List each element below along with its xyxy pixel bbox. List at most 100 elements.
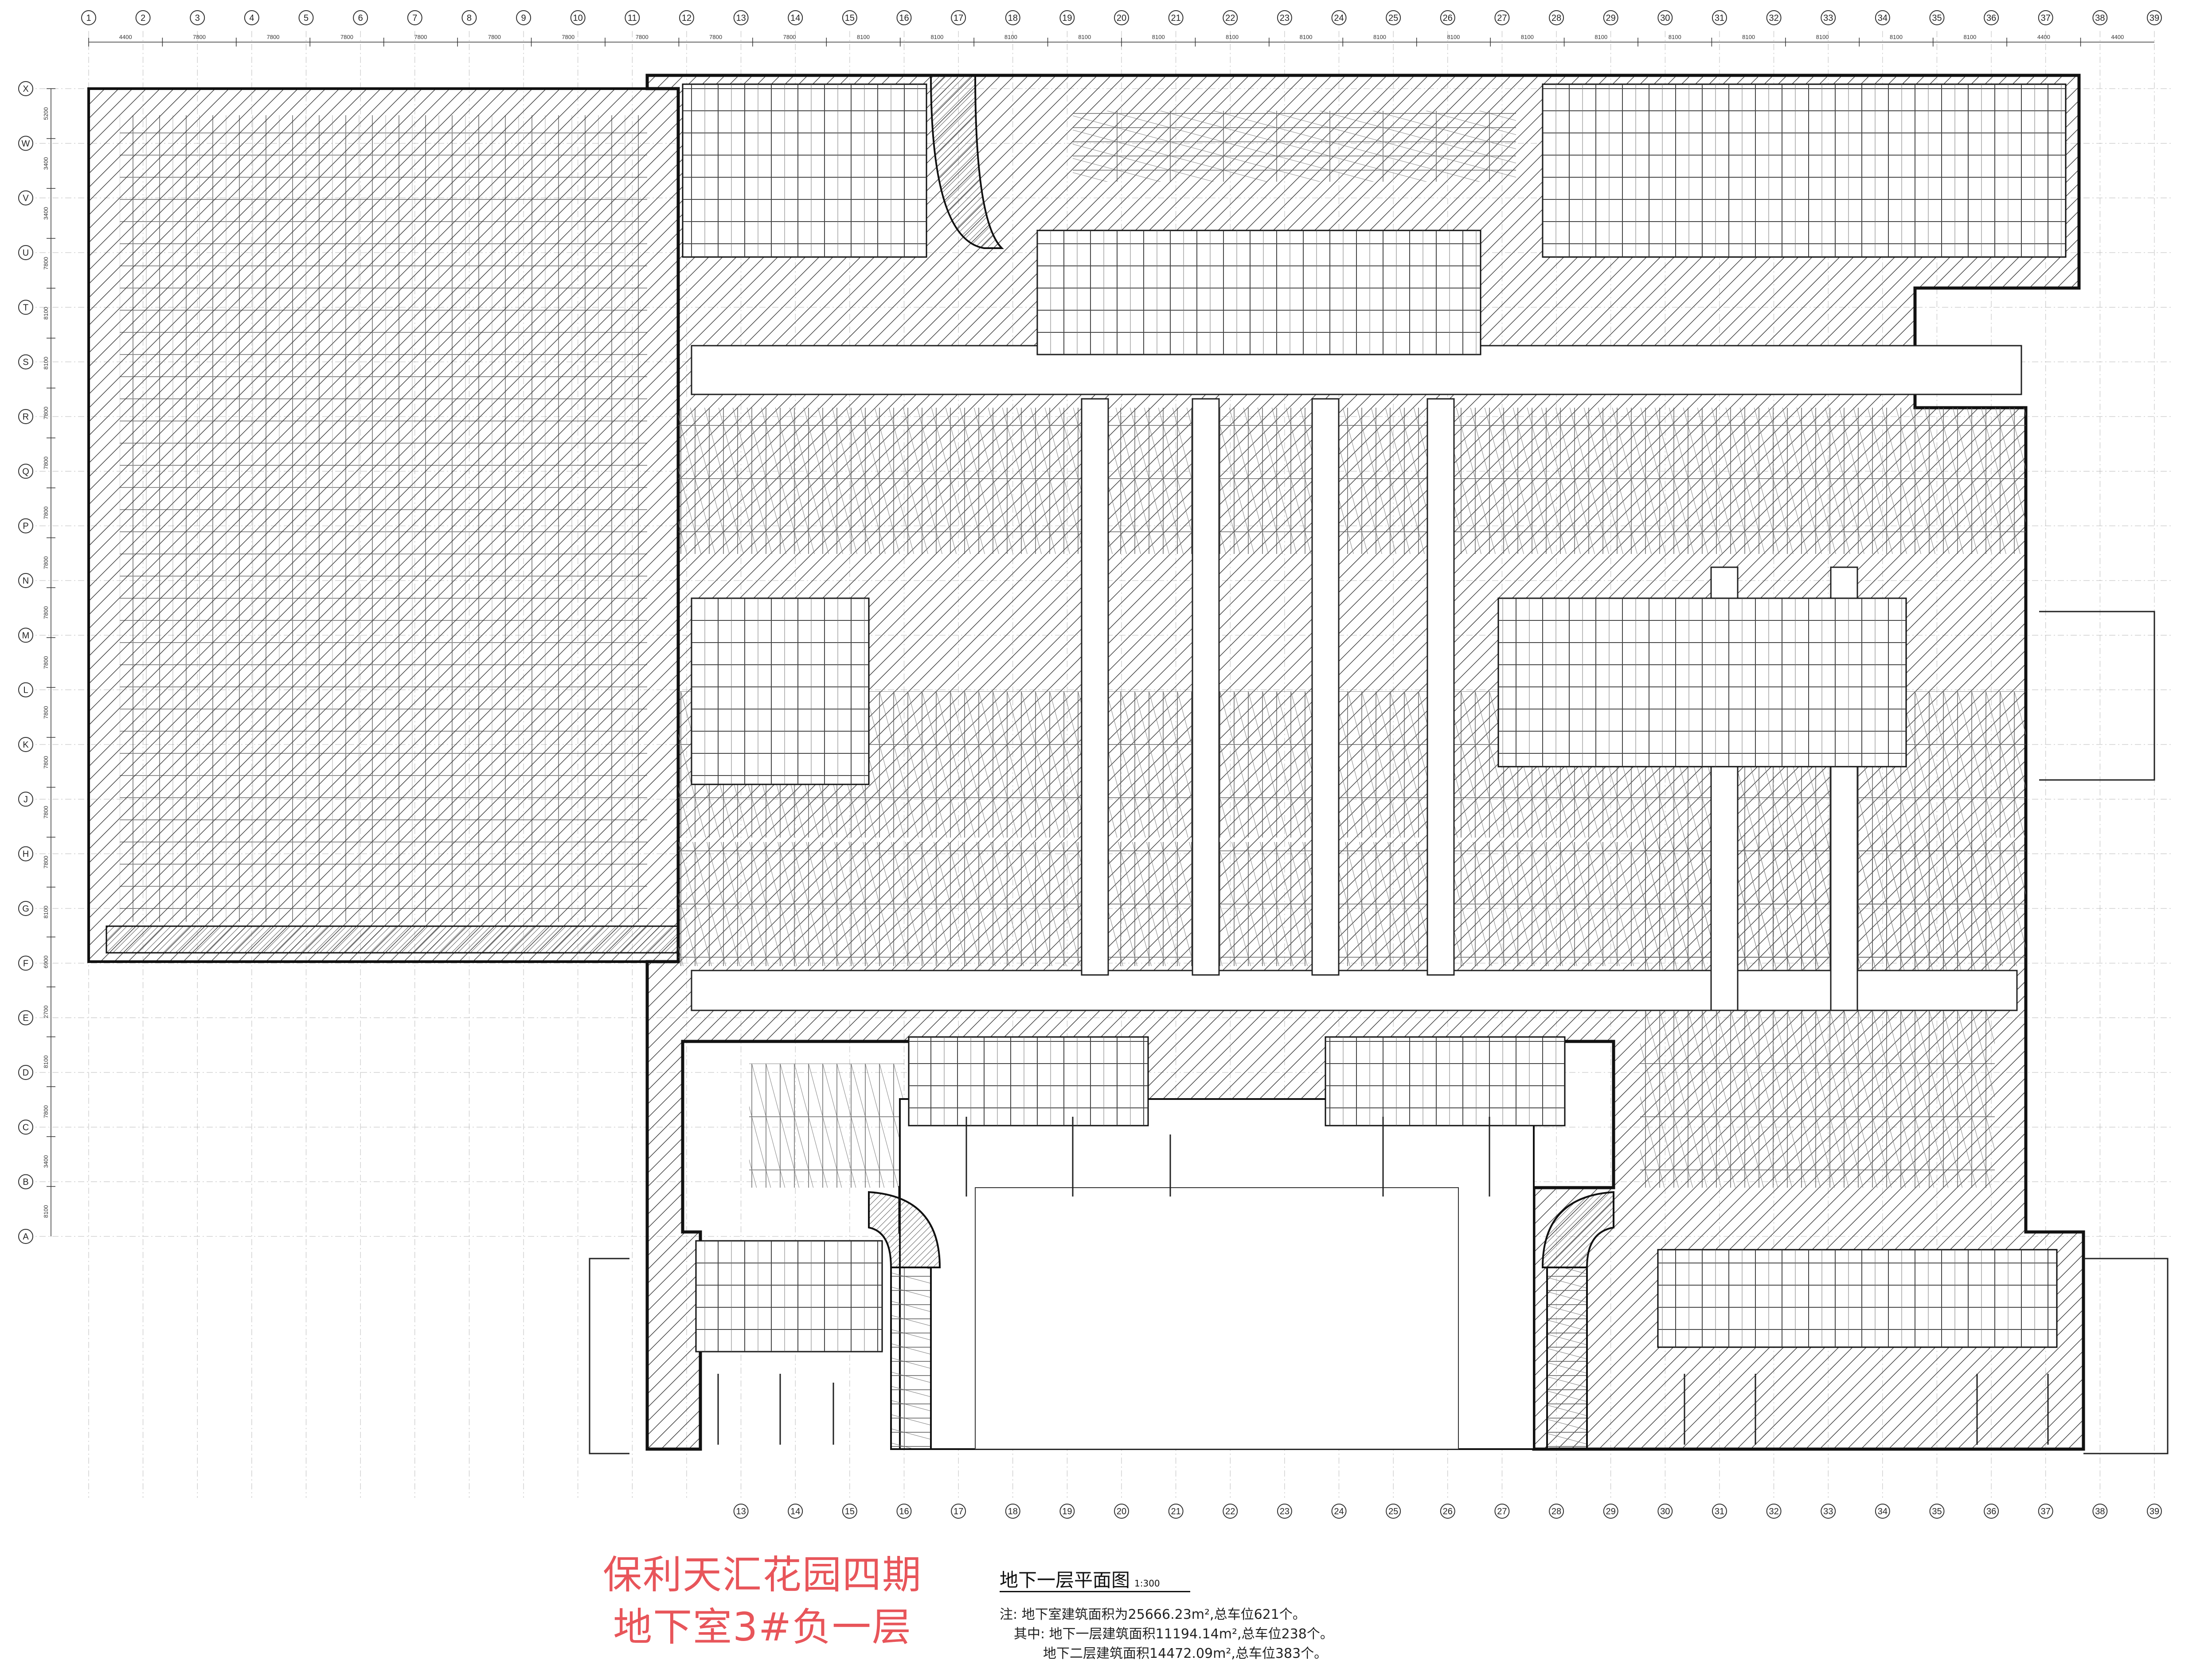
dimension-value: 5200	[43, 107, 49, 120]
axis-bubble	[1114, 10, 1129, 25]
plan-title-underline	[1000, 1591, 1190, 1592]
core-room-details	[683, 84, 2066, 1352]
axis-label-col: 31	[1715, 13, 1724, 23]
area-notes: 注: 地下室建筑面积为25666.23m²,总车位621个。 其中: 地下一层建…	[1000, 1605, 1333, 1664]
axis-bubble	[18, 1229, 33, 1244]
dimension-value: 8100	[1226, 34, 1239, 40]
dimension-value: 8100	[1595, 34, 1607, 40]
plan-scale: 1:300	[1134, 1578, 1160, 1589]
axis-bubble	[1603, 1504, 1618, 1519]
dimension-value: 8100	[43, 906, 49, 919]
axis-bubble	[1005, 10, 1020, 25]
axis-bubble	[570, 10, 586, 25]
axis-label-col: 16	[899, 13, 909, 23]
axis-bubble	[1059, 10, 1075, 25]
axis-bubble	[18, 1065, 33, 1080]
axis-label-row: D	[23, 1068, 29, 1078]
curved-ramp-sw	[868, 1191, 941, 1268]
room-detail	[909, 1037, 1148, 1126]
axis-label-col-bottom: 23	[1280, 1507, 1290, 1516]
axis-label-col: 1	[86, 13, 91, 23]
axis-label-col: 17	[954, 13, 963, 23]
axis-bubble	[733, 10, 749, 25]
axis-bubble	[1494, 10, 1510, 25]
axis-label-row: G	[22, 904, 29, 914]
dimension-value: 7800	[43, 706, 49, 719]
axis-bubble	[1603, 10, 1618, 25]
axis-bubble	[1331, 1504, 1347, 1519]
axis-label-col-bottom: 20	[1117, 1507, 1126, 1516]
axis-bubble	[1984, 1504, 1999, 1519]
note-line: 注: 地下室建筑面积为25666.23m²,总车位621个。	[1000, 1607, 1306, 1622]
axis-bubble	[18, 300, 33, 315]
room-detail	[1037, 230, 1481, 355]
aisle	[1192, 398, 1220, 976]
axis-bubble	[2147, 10, 2162, 25]
dimension-value: 8100	[857, 34, 870, 40]
axis-bubble	[1331, 10, 1347, 25]
axis-label-col-bottom: 38	[2095, 1507, 2105, 1516]
axis-label-row: X	[23, 84, 28, 94]
axis-bubble	[135, 10, 151, 25]
dimension-value: 8100	[1004, 34, 1017, 40]
axis-label-col: 14	[790, 13, 800, 23]
dimension-value: 8100	[1300, 34, 1313, 40]
axis-bubble	[1929, 10, 1945, 25]
axis-label-row: W	[22, 139, 30, 148]
dimension-value: 8100	[1963, 34, 1976, 40]
axis-label-col-bottom: 33	[1823, 1507, 1833, 1516]
axis-bubble	[2038, 1504, 2053, 1519]
axis-bubble	[1440, 10, 1455, 25]
axis-label-row: R	[23, 412, 29, 422]
axis-label-col: 8	[467, 13, 472, 23]
axis-bubble	[1712, 10, 1727, 25]
axis-label-col: 10	[573, 13, 583, 23]
straight-ramp-sw	[890, 1267, 932, 1450]
tower-outline	[717, 1374, 834, 1445]
dimension-value: 8100	[1521, 34, 1534, 40]
axis-label-col: 24	[1334, 13, 1344, 23]
axis-label-col: 4	[249, 13, 254, 23]
project-title-line2: 地下室3#负一层	[613, 1604, 912, 1650]
dimension-value: 2700	[43, 1006, 49, 1018]
tower-outline	[589, 1258, 629, 1454]
dimension-value: 8100	[43, 307, 49, 320]
dimension-value: 7800	[43, 606, 49, 619]
void-inner	[975, 1187, 1459, 1450]
left-block-border-strip	[106, 925, 679, 954]
axis-label-col: 35	[1932, 13, 1942, 23]
axis-bubble	[18, 518, 33, 534]
axis-bubble	[1657, 1504, 1673, 1519]
dimension-value: 7800	[43, 656, 49, 669]
axis-bubble	[18, 682, 33, 698]
stall-band	[749, 1064, 904, 1188]
dimension-value: 7800	[193, 34, 206, 40]
dimension-value: 8100	[1816, 34, 1829, 40]
axis-bubble	[1277, 1504, 1292, 1519]
axis-bubble	[18, 1119, 33, 1135]
axis-bubble	[951, 10, 966, 25]
room-detail	[1325, 1037, 1565, 1126]
axis-label-col-bottom: 19	[1062, 1507, 1072, 1516]
axis-label-row: E	[23, 1013, 28, 1023]
axis-label-col: 21	[1171, 13, 1181, 23]
axis-label-col: 9	[521, 13, 526, 23]
axis-label-row: M	[22, 631, 30, 640]
axis-label-row: L	[23, 686, 28, 695]
axis-bubble	[1440, 1504, 1455, 1519]
axis-bubble	[244, 10, 259, 25]
axis-bubble	[18, 628, 33, 643]
axis-label-col-bottom: 21	[1171, 1507, 1181, 1516]
aisle	[1081, 398, 1109, 976]
aisle	[1311, 398, 1340, 976]
dimension-value: 4400	[2037, 34, 2050, 40]
axis-label-col: 7	[412, 13, 417, 23]
axis-label-col-bottom: 18	[1008, 1507, 1018, 1516]
dimension-value: 7800	[43, 507, 49, 519]
axis-bubble	[81, 10, 96, 25]
note-line: 地下二层建筑面积14472.09m²,总车位383个。	[1043, 1646, 1328, 1661]
dimension-value: 3400	[43, 1155, 49, 1168]
axis-label-col-bottom: 34	[1878, 1507, 1888, 1516]
